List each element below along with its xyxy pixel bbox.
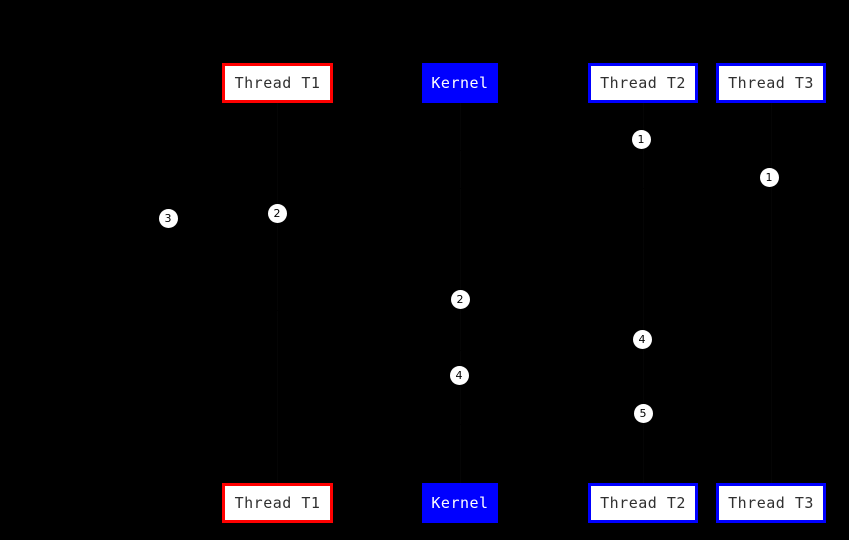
participant-label: Thread T1 xyxy=(234,73,321,92)
lifeline-thread-t3 xyxy=(771,103,772,483)
participant-label: Thread T2 xyxy=(600,73,686,92)
step-number: 4 xyxy=(455,368,463,382)
participant-box-thread-t2-bottom[interactable]: Thread T2 xyxy=(588,483,698,523)
participant-label: Thread T2 xyxy=(600,493,686,512)
participant-box-thread-t3-bottom[interactable]: Thread T3 xyxy=(716,483,826,523)
participant-label: Thread T3 xyxy=(728,73,814,92)
message-arrow xyxy=(460,188,771,189)
message-arrow xyxy=(460,350,643,351)
message-arrow xyxy=(460,424,643,425)
lifeline-thread-t2 xyxy=(643,103,644,483)
step-marker: 1 xyxy=(631,129,651,149)
step-number: 1 xyxy=(637,132,645,146)
participant-label: Thread T3 xyxy=(728,493,814,512)
step-marker: 4 xyxy=(632,329,652,349)
step-marker: 2 xyxy=(267,203,287,223)
message-arrow xyxy=(277,310,460,311)
message-arrow xyxy=(277,225,460,226)
participant-box-thread-t2-top[interactable]: Thread T2 xyxy=(588,63,698,103)
participant-box-kernel-bottom[interactable]: Kernel xyxy=(422,483,498,523)
step-number: 3 xyxy=(164,211,172,225)
step-marker: 2 xyxy=(450,289,470,309)
step-number: 2 xyxy=(456,292,464,306)
step-marker: 5 xyxy=(633,403,653,423)
step-number: 4 xyxy=(638,332,646,346)
participant-box-thread-t3-top[interactable]: Thread T3 xyxy=(716,63,826,103)
message-arrow xyxy=(168,230,277,231)
participant-box-thread-t1-top[interactable]: Thread T1 xyxy=(222,63,333,103)
step-number: 5 xyxy=(639,406,647,420)
step-number: 1 xyxy=(765,170,773,184)
step-number: 2 xyxy=(273,206,281,220)
lifeline-thread-t1 xyxy=(277,103,278,483)
step-marker: 1 xyxy=(759,167,779,187)
message-arrow xyxy=(460,150,643,151)
step-marker: 3 xyxy=(158,208,178,228)
participant-label: Kernel xyxy=(431,493,489,512)
participant-label: Thread T1 xyxy=(234,493,321,512)
participant-label: Kernel xyxy=(431,73,489,92)
participant-box-thread-t1-bottom[interactable]: Thread T1 xyxy=(222,483,333,523)
message-arrow xyxy=(460,386,643,387)
participant-box-kernel-top[interactable]: Kernel xyxy=(422,63,498,103)
step-marker: 4 xyxy=(449,365,469,385)
